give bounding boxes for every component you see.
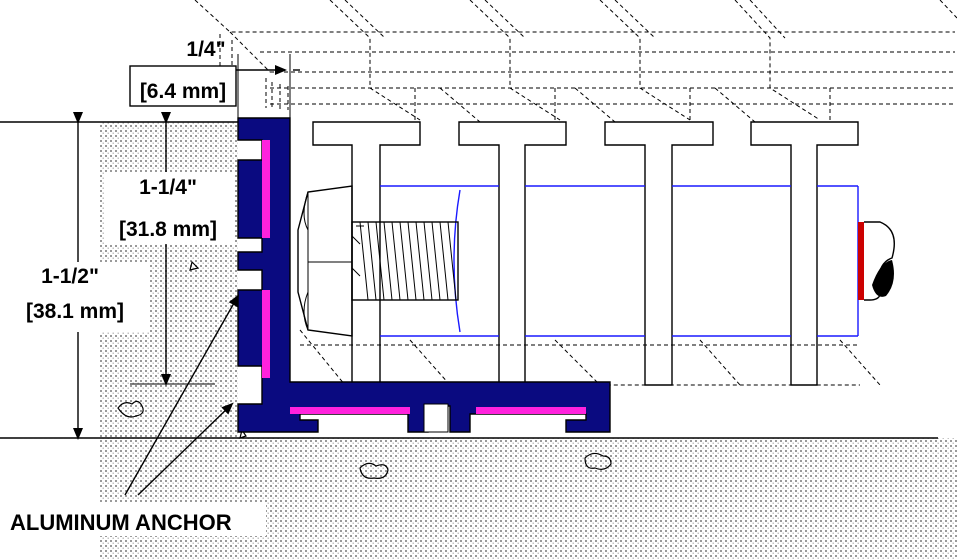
dimension-total-height: 1-1/2" [38.1 mm] [0, 112, 150, 440]
gap-imperial: 1/4" [186, 38, 225, 61]
aluminum-anchor-profile [237, 117, 611, 433]
dimension-gap: 1/4" [6.4 mm] [129, 38, 300, 118]
insert-strip-upper [262, 140, 270, 238]
bearing-bar-hatched-1 [312, 121, 421, 386]
total-height-imperial: 1-1/2" [41, 265, 99, 288]
bearing-bar-4 [750, 121, 859, 386]
insert-strip-lower [262, 290, 270, 378]
grating-perspective-lines [194, 0, 957, 386]
bearing-bar-3 [604, 121, 714, 386]
aluminum-anchor-label: ALUMINUM ANCHOR [10, 510, 232, 535]
insert-strip-base-right [476, 407, 586, 414]
channel-height-imperial: 1-1/4" [139, 176, 197, 199]
insert-strip-base-left [290, 407, 410, 414]
bearing-bar-hatched-2 [458, 121, 567, 386]
total-height-metric: [38.1 mm] [26, 300, 124, 323]
callout-leaders [124, 294, 239, 496]
gap-metric: [6.4 mm] [140, 80, 226, 103]
bolt [297, 185, 459, 337]
cross-rod [380, 185, 859, 337]
channel-height-metric: [31.8 mm] [119, 218, 217, 241]
rod-broken-end [858, 221, 895, 301]
dimension-channel-height: 1-1/4" [31.8 mm] [105, 112, 235, 386]
